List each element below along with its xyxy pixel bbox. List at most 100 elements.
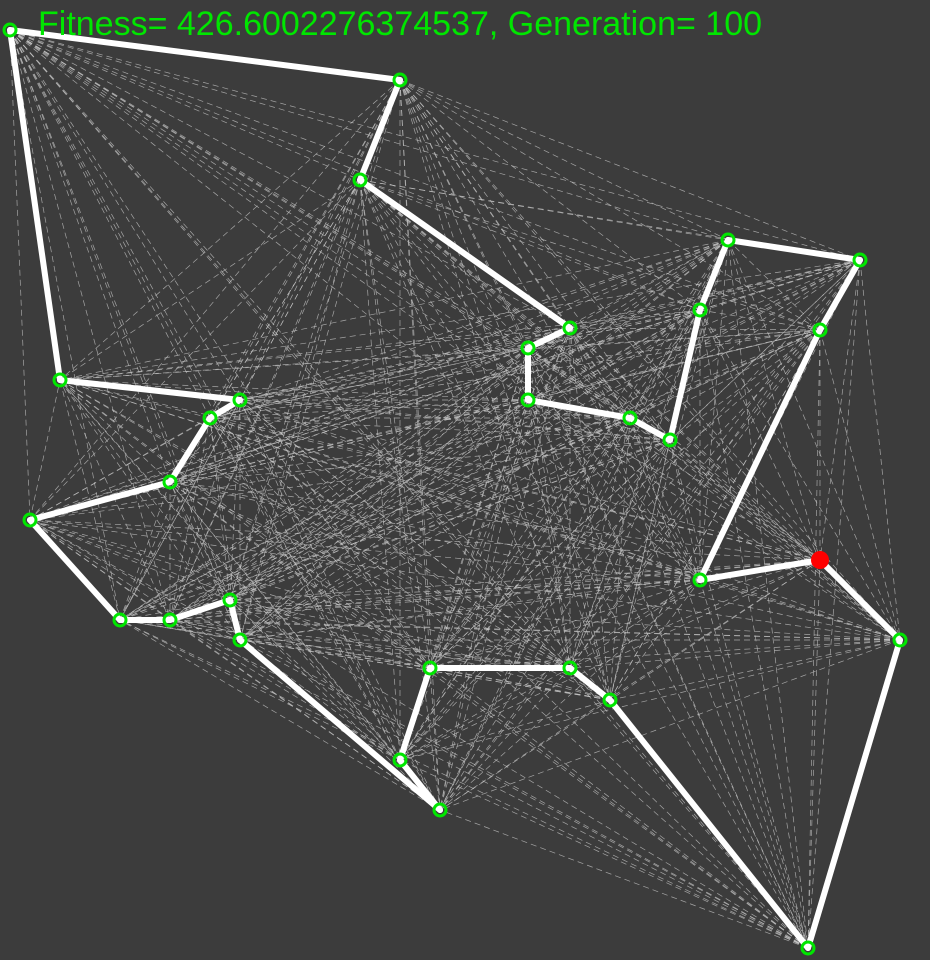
- candidate-edge: [29, 239, 729, 521]
- candidate-edge: [399, 79, 861, 261]
- candidate-edge: [229, 79, 401, 601]
- candidate-edge: [239, 417, 631, 641]
- candidate-edge: [169, 399, 241, 483]
- city-node: [562, 660, 578, 676]
- candidate-edge: [29, 519, 571, 669]
- candidate-edge: [59, 379, 809, 949]
- candidate-edge: [169, 439, 671, 483]
- candidate-edge: [29, 519, 171, 621]
- candidate-edge: [239, 309, 701, 641]
- candidate-edge: [569, 239, 729, 329]
- candidate-edge: [169, 79, 401, 483]
- candidate-edge: [209, 239, 729, 419]
- candidate-edge: [59, 379, 171, 483]
- candidate-edge: [119, 417, 631, 621]
- route-segment: [357, 77, 403, 183]
- candidate-edge: [9, 29, 529, 349]
- city-node: [692, 302, 708, 318]
- candidate-edge: [9, 29, 571, 329]
- candidate-edge: [439, 347, 529, 811]
- candidate-edge: [699, 309, 809, 949]
- candidate-edge: [527, 259, 861, 349]
- candidate-edge: [169, 399, 241, 621]
- candidate-edge: [229, 439, 671, 601]
- route-segment: [667, 307, 703, 443]
- candidate-edge: [359, 179, 809, 949]
- candidate-edge: [119, 599, 231, 621]
- candidate-edge: [569, 327, 809, 949]
- city-node: [162, 474, 178, 490]
- city-node: [392, 72, 408, 88]
- candidate-edge: [9, 29, 171, 483]
- candidate-edge: [359, 179, 631, 419]
- city-node: [162, 612, 178, 628]
- candidate-edge: [9, 29, 431, 669]
- candidate-edge: [9, 29, 821, 561]
- candidate-edge: [9, 29, 231, 601]
- candidate-edge: [439, 417, 631, 811]
- candidate-edge: [59, 329, 821, 381]
- route-segment: [567, 665, 613, 703]
- candidate-edge: [239, 259, 861, 401]
- candidate-edge: [29, 417, 631, 521]
- candidate-edge: [59, 379, 121, 621]
- candidate-edge: [119, 619, 809, 949]
- candidate-edge: [527, 399, 901, 641]
- candidate-edge: [727, 239, 821, 561]
- candidate-edge: [439, 809, 809, 949]
- candidate-edge: [9, 29, 571, 669]
- candidate-edge: [569, 259, 861, 669]
- candidate-edge: [29, 519, 901, 641]
- candidate-edge: [209, 179, 361, 419]
- candidate-edge: [169, 619, 241, 641]
- candidate-edge: [119, 399, 529, 621]
- candidate-edge: [527, 347, 611, 701]
- candidate-edge: [119, 619, 431, 669]
- candidate-edge: [359, 179, 701, 311]
- candidate-edge: [209, 417, 431, 669]
- candidate-edge: [169, 481, 821, 561]
- candidate-edge: [229, 599, 401, 761]
- candidate-edge: [399, 79, 441, 811]
- candidate-edge: [569, 327, 821, 561]
- route-segment: [607, 697, 811, 951]
- candidate-edge: [399, 439, 671, 761]
- candidate-edge: [527, 399, 821, 561]
- candidate-edge: [119, 329, 821, 621]
- candidate-edge: [429, 329, 821, 669]
- candidate-edge: [119, 619, 901, 641]
- candidate-edge: [169, 239, 729, 483]
- candidate-edge: [229, 599, 611, 701]
- city-node: [622, 410, 638, 426]
- route-segment: [627, 415, 673, 443]
- candidate-edge: [819, 329, 901, 641]
- candidate-edge: [209, 417, 571, 669]
- candidate-edge: [569, 327, 671, 441]
- route-segment: [167, 415, 213, 485]
- candidate-edge: [359, 179, 431, 669]
- candidate-edge: [169, 619, 431, 669]
- candidate-edge: [239, 327, 571, 401]
- candidate-edge: [9, 29, 241, 641]
- candidate-edge: [119, 579, 701, 621]
- route-segment: [697, 557, 823, 583]
- candidate-edge: [59, 379, 441, 811]
- candidate-edge: [399, 239, 729, 761]
- candidate-edge: [859, 259, 901, 641]
- route-segment: [57, 377, 243, 403]
- candidate-edge: [119, 439, 671, 621]
- candidate-edge: [119, 559, 821, 621]
- candidate-edge: [609, 329, 821, 701]
- candidate-edge: [527, 329, 821, 349]
- route-segment: [27, 479, 173, 523]
- candidate-edge: [527, 309, 701, 401]
- candidate-edge: [239, 79, 401, 641]
- candidate-edge: [239, 79, 401, 401]
- candidate-edge: [239, 179, 361, 401]
- candidate-edge: [9, 29, 901, 641]
- candidate-edge: [169, 481, 571, 669]
- candidate-edge: [169, 481, 231, 601]
- candidate-edge: [239, 399, 431, 669]
